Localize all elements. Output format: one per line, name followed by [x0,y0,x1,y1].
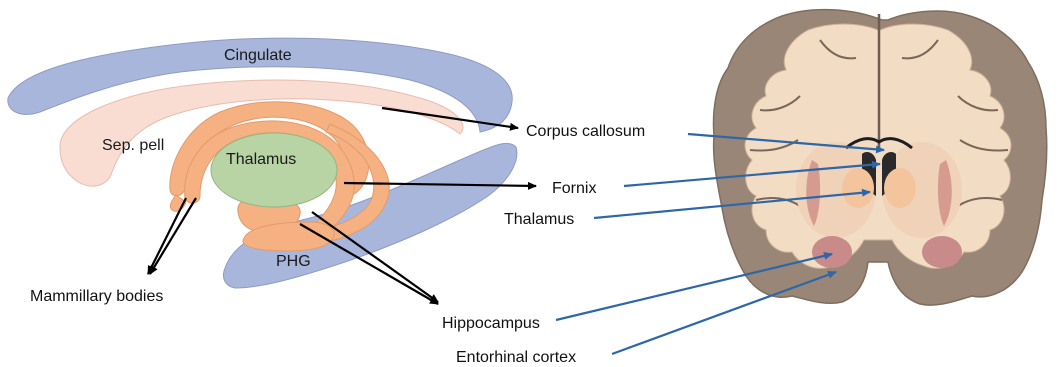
thalamus-left-coronal [842,168,874,208]
sep-pell-label: Sep. pell [102,137,164,154]
blue-arrow-entorhinal [612,272,836,354]
label-corpus-callosum: Corpus callosum [526,123,645,140]
thalamus-oval [211,133,337,207]
mammillary-bodies-label: Mammillary bodies [30,288,163,305]
cingulate-label: Cingulate [224,47,292,64]
hippocampus-right-coronal [922,236,962,268]
label-hippocampus: Hippocampus [442,315,540,332]
hippocampus-left-coronal [812,236,852,268]
limbic-schematic: Cingulate Sep. pell Thalamus PHG Mammill… [8,38,517,305]
arrow-fornix [344,183,536,186]
thalamus-right-coronal [884,168,916,208]
label-entorhinal-cortex: Entorhinal cortex [456,349,576,366]
coronal-brain-section [714,10,1047,305]
thalamus-inner-label: Thalamus [226,151,296,168]
phg-label: PHG [276,253,311,270]
label-thalamus: Thalamus [504,211,574,228]
arrow-mammillary-a [148,198,186,274]
label-fornix: Fornix [552,180,596,197]
